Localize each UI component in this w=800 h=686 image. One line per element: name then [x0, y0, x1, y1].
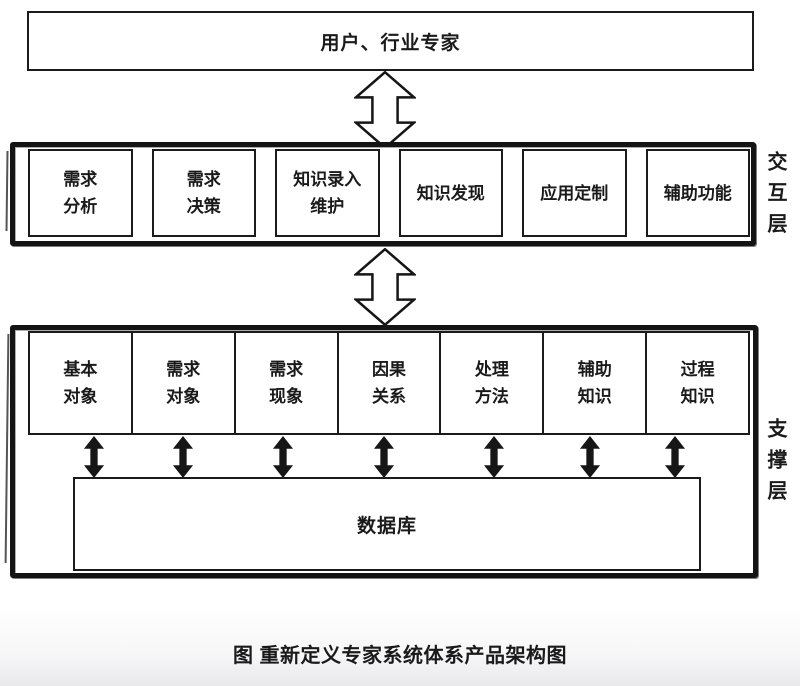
support-layer-row: 基本 对象 需求 对象 需求 现象 因果 关系 处理 方法 辅助 知识 过程 知…: [28, 331, 750, 435]
interaction-cell: 辅助功能: [645, 149, 750, 237]
interaction-cell: 需求 决策: [151, 149, 256, 237]
cell-label: 基本: [63, 360, 98, 379]
up-down-arrow-icon: [354, 248, 416, 326]
support-cell: 处理 方法: [439, 333, 542, 433]
cell-label: 需求: [186, 170, 221, 189]
up-down-arrow-icon: [354, 70, 416, 150]
up-down-arrow-solid-icon: [373, 436, 395, 478]
support-cell: 辅助 知识: [542, 333, 645, 433]
cell-label: 维护: [310, 197, 345, 216]
up-down-arrow-solid-icon: [664, 436, 686, 478]
support-cell: 基本 对象: [30, 333, 131, 433]
cell-label: 知识发现: [416, 183, 485, 203]
cell-label: 需求: [166, 360, 201, 379]
cell-label: 知识: [577, 387, 612, 406]
up-down-arrow-solid-icon: [172, 436, 194, 478]
interaction-cell: 需求 分析: [28, 149, 133, 237]
database-label: 数据库: [356, 515, 417, 537]
interaction-layer-row: 需求 分析 需求 决策 知识录入 维护 知识发现 应用定制 辅助功能: [28, 149, 750, 237]
cell-label: 过程: [680, 360, 715, 379]
cell-label: 处理: [474, 360, 509, 379]
cell-label: 对象: [166, 387, 201, 406]
cell-label: 需求: [63, 170, 98, 189]
up-down-arrow-solid-icon: [483, 436, 505, 478]
interaction-layer-label: 交互层: [764, 151, 786, 244]
users-experts-box: 用户、行业专家: [27, 11, 754, 71]
cell-label: 知识: [680, 387, 715, 406]
cell-label: 关系: [372, 387, 406, 406]
support-cell: 需求 现象: [233, 333, 337, 433]
cell-label: 方法: [474, 387, 509, 406]
figure-caption: 图 重新定义专家系统体系产品架构图: [232, 645, 568, 667]
users-experts-label: 用户、行业专家: [320, 32, 461, 54]
up-down-arrow-solid-icon: [272, 436, 294, 478]
up-down-arrow-solid-icon: [579, 436, 601, 478]
cell-label: 需求: [269, 360, 304, 379]
cell-label: 辅助: [577, 360, 612, 379]
cell-label: 对象: [63, 387, 98, 406]
cell-label: 现象: [269, 387, 304, 406]
support-cell: 过程 知识: [645, 333, 748, 433]
cell-label: 应用定制: [540, 183, 609, 203]
interaction-cell: 知识录入 维护: [275, 149, 380, 237]
cell-label: 辅助功能: [663, 183, 732, 203]
up-down-arrow-solid-icon: [83, 436, 105, 478]
interaction-cell: 知识发现: [398, 149, 503, 237]
interaction-layer: [10, 142, 756, 246]
cell-label: 决策: [186, 197, 221, 216]
support-cell: 因果 关系: [336, 333, 440, 433]
cell-label: 分析: [63, 197, 98, 216]
support-cell: 需求 对象: [130, 333, 234, 433]
database-box: 数据库: [73, 477, 701, 571]
cell-label: 知识录入: [293, 170, 362, 189]
cell-label: 因果: [372, 360, 406, 379]
support-layer-label: 支撑层: [764, 418, 786, 511]
interaction-cell: 应用定制: [522, 149, 627, 237]
